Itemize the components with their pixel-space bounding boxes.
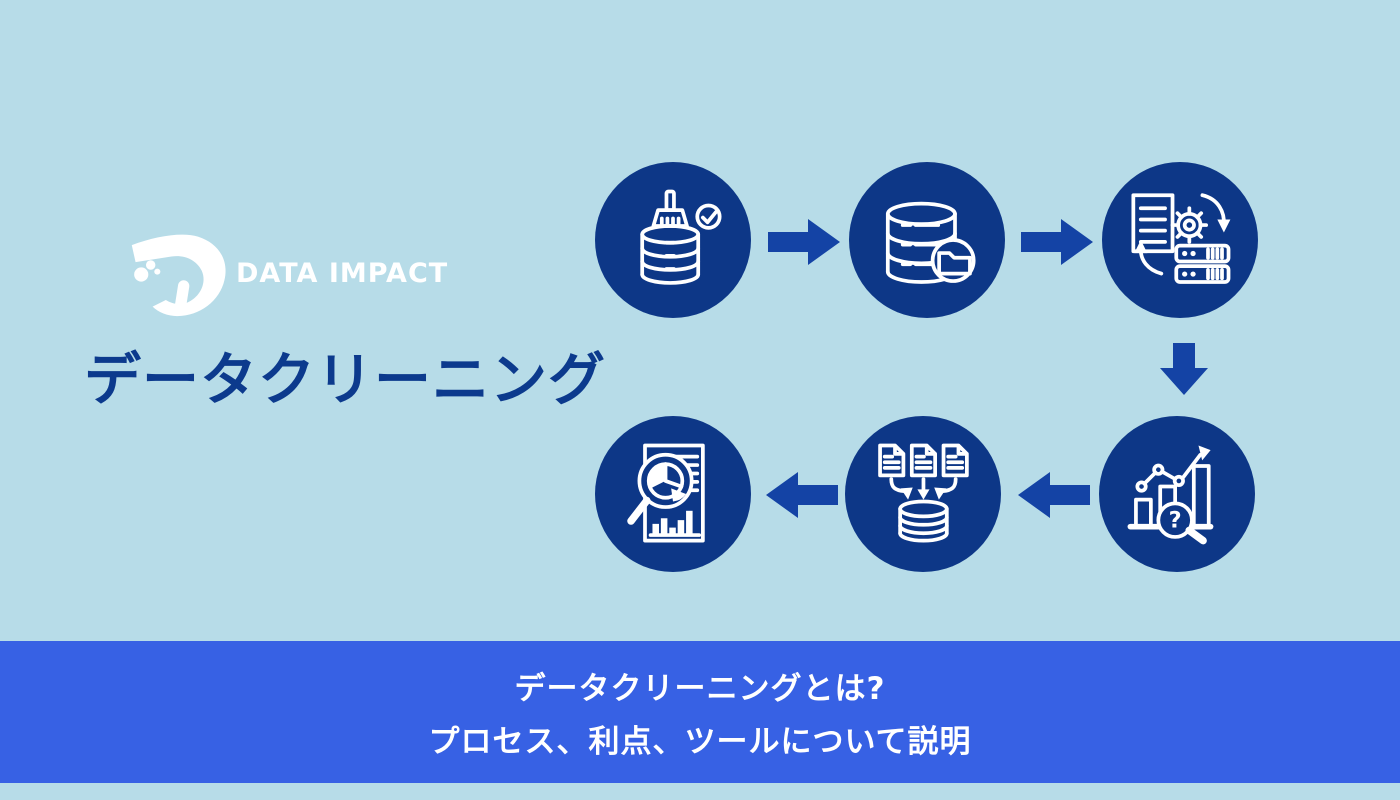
database-brush-check-icon (640, 189, 722, 285)
document-gear-server-sync-icon (1131, 193, 1231, 284)
page-title: データクリーニング (84, 347, 606, 413)
arrow-right-icon (1021, 219, 1093, 265)
arrow-right-icon (768, 219, 840, 265)
bar-chart-magnifier-question-icon: ? (1127, 445, 1214, 545)
step-circle-analyze-data: ? (1099, 416, 1255, 572)
step-circle-clean-data (595, 162, 751, 318)
arrow-left-icon (766, 472, 838, 518)
footer-band: データクリーニングとは? プロセス、利点、ツールについて説明 (0, 641, 1400, 783)
step-circle-report-data (595, 416, 751, 572)
database-folder-icon (885, 201, 976, 284)
arrow-left-icon (1018, 472, 1090, 518)
step-circle-process-data (1102, 162, 1258, 318)
data-impact-d-logo-icon (131, 234, 226, 317)
report-pie-chart-magnifier-icon (627, 443, 705, 543)
arrow-down-icon (1160, 343, 1208, 395)
logo: DATA IMPACT (128, 228, 447, 320)
step-circle-merge-data (845, 416, 1001, 572)
logo-brand-text: DATA IMPACT (236, 258, 449, 289)
footer-line-1: データクリーニングとは? (514, 671, 886, 707)
svg-text:?: ? (1169, 508, 1182, 534)
documents-merge-database-icon (878, 443, 969, 543)
step-circle-store-data (849, 162, 1005, 318)
footer-line-2: プロセス、利点、ツールについて説明 (428, 724, 972, 760)
